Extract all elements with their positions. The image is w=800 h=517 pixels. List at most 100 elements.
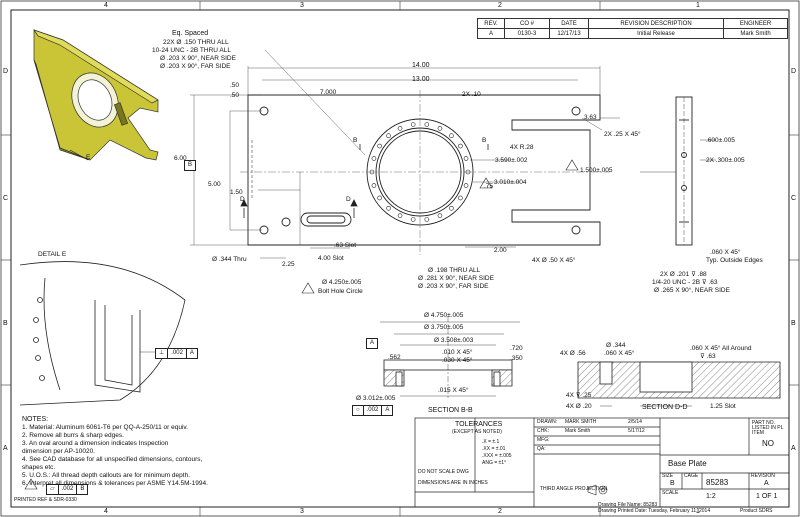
- bb-fcf-tol: .002: [364, 406, 383, 415]
- dim-150: 1.50: [230, 189, 243, 196]
- bolt-hole: [458, 143, 463, 149]
- hole-note-2: 10-24 UNC - 2B THRU ALL: [152, 47, 231, 54]
- section-letter-d-right: D: [346, 196, 351, 203]
- chk-name: Mark Smith: [565, 428, 591, 434]
- dim-slot-063: .63 Slot: [334, 242, 357, 249]
- section-letter-d-left: D: [240, 196, 245, 203]
- flatness-datum: B: [80, 486, 85, 492]
- eq-spaced-label: Eq. Spaced: [172, 30, 209, 37]
- side-view: [640, 96, 716, 246]
- dd-dim-4x56: 4X Ø .56: [560, 350, 586, 357]
- dim-3590: 3.590±.002: [495, 157, 528, 164]
- drawing-number: 85283: [706, 478, 729, 487]
- bolt-hole: [371, 183, 377, 188]
- engineer-header: ENGINEER: [723, 18, 788, 29]
- footer-file-name: Drawing File Name: 85283: [598, 502, 658, 508]
- perp-symbol-icon: ⊥: [156, 349, 169, 358]
- bolt-hole: [449, 205, 454, 211]
- size-label: SIZE: [662, 473, 674, 479]
- bolt-hole: [449, 133, 454, 139]
- zone-right-c: C: [791, 195, 797, 202]
- dim-2x-10: 2X .10: [462, 91, 481, 98]
- tol-row-3: .XXX = ±.005: [482, 453, 512, 459]
- zone-left-a: A: [3, 445, 8, 452]
- drawn-label: DRAWN:: [537, 419, 558, 425]
- dim-200: 2.00: [494, 247, 507, 254]
- detail-e-title: DETAIL E: [38, 251, 67, 258]
- dim-6: 6.00: [174, 155, 187, 162]
- detail-letter-e: E: [86, 154, 91, 161]
- bolt-hole: [377, 195, 382, 201]
- flatness-tol: .002: [59, 485, 78, 494]
- rev-header: REV.: [477, 18, 505, 29]
- dd-dim-060-all: .060 X 45° All Around: [690, 345, 752, 352]
- mfg-label: MFG:: [537, 437, 550, 443]
- datum-a-flag: A: [366, 338, 379, 349]
- circularity-symbol-icon: ○: [353, 406, 364, 415]
- dim-344-thru: Ø .344 Thru: [212, 256, 247, 263]
- bb-dim-3012: Ø 3.012±.005: [356, 395, 396, 402]
- revision-table: REV. CO # DATE REVISION DESCRIPTION ENGI…: [477, 18, 788, 39]
- dd-dim-125-slot: 1.25 Slot: [710, 403, 736, 410]
- zone-top-3: 3: [300, 2, 304, 9]
- qa-label: QA:: [537, 446, 546, 452]
- dim-14: 14.00: [412, 62, 430, 69]
- note-3-cont: dimension per AP-10020.: [22, 448, 95, 455]
- detail-e-datum: A: [189, 350, 194, 356]
- tap-note-3: Ø .265 X 90°, NEAR SIDE: [654, 287, 730, 294]
- dim-slot-400: 4.00 Slot: [318, 255, 344, 262]
- section-bb-view: [380, 316, 520, 400]
- dim-075: .75: [484, 183, 494, 190]
- plan-view: [247, 94, 601, 246]
- note-1: 1. Material: Aluminum 6061-T6 per QQ-A-2…: [22, 424, 188, 431]
- rev-cell: A: [477, 28, 505, 39]
- hole-note-1: 22X Ø .150 THRU ALL: [163, 39, 229, 46]
- bolt-hole: [463, 183, 469, 188]
- dd-dim-063: ⊽ .63: [700, 353, 716, 360]
- bolt-hole: [458, 195, 463, 201]
- dim-r28: 4X R.28: [510, 144, 534, 151]
- drawn-date: 2/5/14: [628, 419, 642, 425]
- tap-note-1: 2X Ø .201 ⊽ .88: [660, 271, 707, 278]
- iso-model: [33, 29, 159, 161]
- tol-row-2: .XX = ±.01: [482, 446, 506, 452]
- part-no-value: NO: [762, 439, 774, 448]
- bolt-hole: [377, 143, 382, 149]
- thru-note-2: Ø .281 X 90°, NEAR SIDE: [418, 275, 494, 282]
- revision-label: REVISION: [751, 473, 775, 479]
- bb-dim-720: .720: [510, 345, 523, 352]
- co-header: CO #: [504, 18, 550, 29]
- bolt-hole: [386, 205, 391, 211]
- flatness-symbol-icon: ▱: [47, 485, 59, 494]
- bolt-hole: [410, 217, 416, 222]
- tolerances-title: TOLERANCES: [455, 421, 503, 428]
- zone-bottom-3: 3: [300, 508, 304, 515]
- tol-row-1: .X = ±.1: [482, 439, 500, 445]
- section-letter-b-right: B: [482, 137, 487, 144]
- dd-dim-4x-20: 4X Ø .20: [566, 403, 592, 410]
- section-letter-b-left: B: [353, 137, 358, 144]
- zone-top-2: 2: [498, 2, 502, 9]
- footer-print-date: Drawing Printed Date: Tuesday, February …: [598, 508, 711, 514]
- revision-value: A: [764, 480, 769, 487]
- tolerances-sub: (EXCEPT AS NOTED): [452, 429, 502, 435]
- scale-value: 1:2: [706, 493, 716, 500]
- dim-600-005: .600±.005: [706, 137, 735, 144]
- dims-in-inches: DIMENSIONS ARE IN INCHES: [418, 480, 488, 486]
- bolt-hole: [371, 156, 377, 161]
- zone-right-b: B: [791, 320, 796, 327]
- dd-dim-060: .060 X 45°: [604, 350, 635, 357]
- note-6: 6. Interpret all dimensions & tolerances…: [22, 480, 208, 487]
- dd-dim-4x-25: 4X ⊽ .25: [566, 392, 592, 399]
- bb-dim-3508: Ø 3.508±.003: [434, 337, 474, 344]
- dim-1500: 1.500±.005: [580, 167, 613, 174]
- chk-label: CHK:: [537, 428, 549, 434]
- description-header: REVISION DESCRIPTION: [588, 18, 724, 29]
- bb-fcf-datum: A: [385, 407, 390, 413]
- section-dd-view: [577, 361, 781, 407]
- date-cell: 12/17/13: [549, 28, 589, 39]
- datum-b-label: B: [188, 162, 193, 168]
- bb-dim-3750: Ø 3.750±.005: [424, 324, 464, 331]
